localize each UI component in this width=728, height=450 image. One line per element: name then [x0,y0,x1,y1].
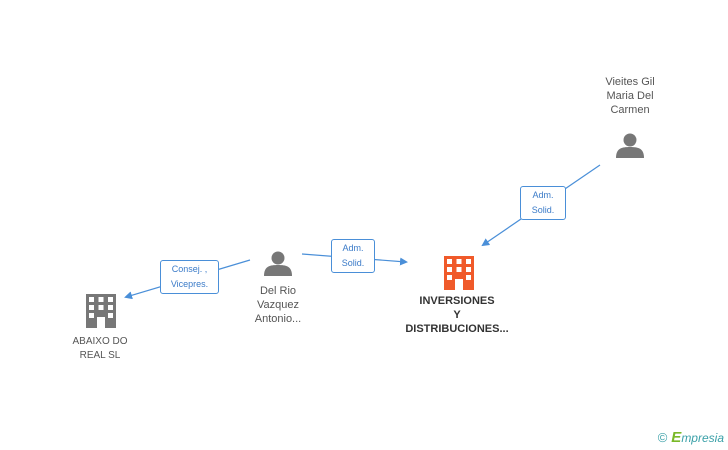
edge-label-delrio-abaixo[interactable]: Consej. , Vicepres. [160,260,219,294]
edge-label-line: Solid. [341,258,365,268]
node-label-inversiones[interactable]: INVERSIONES Y DISTRIBUCIONES... [392,294,522,336]
brand-name: mpresia [681,431,724,445]
node-label-line: Carmen [610,104,650,116]
node-label-line: Maria Del [606,90,654,102]
node-label-line: Vieites Gil [605,76,655,88]
node-label-line: Y [453,309,461,321]
edge-label-line: Adm. [532,190,554,200]
empresia-logo: ©Empresia [658,429,724,446]
node-label-line: DISTRIBUCIONES... [405,323,509,335]
edge-label-line: Adm. [342,243,364,253]
edge-label-delrio-inversiones[interactable]: Adm. Solid. [331,239,375,273]
node-label-line: Antonio... [254,313,302,325]
edge-label-vieites-inversiones[interactable]: Adm. Solid. [520,186,566,220]
node-label-line: Vazquez [257,299,299,311]
brand-initial: E [671,429,682,446]
node-label-line: ABAIXO DO [72,336,128,347]
person-icon[interactable] [616,133,644,159]
copyright-icon: © [657,430,668,445]
node-label-abaixo[interactable]: ABAIXO DO REAL SL [50,335,150,363]
node-label-delrio[interactable]: Del Rio Vazquez Antonio... [228,284,328,326]
person-icon[interactable] [264,251,292,277]
node-label-line: Del Rio [259,285,297,297]
edge-label-line: Solid. [531,205,555,215]
node-label-line: INVERSIONES [419,295,495,307]
node-label-line: REAL SL [79,350,121,361]
edge-label-line: Consej. , [171,264,208,274]
building-icon[interactable] [444,256,474,290]
edge-label-line: Vicepres. [170,279,209,289]
building-icon[interactable] [86,294,116,328]
node-label-vieites[interactable]: Vieites Gil Maria Del Carmen [580,75,680,117]
